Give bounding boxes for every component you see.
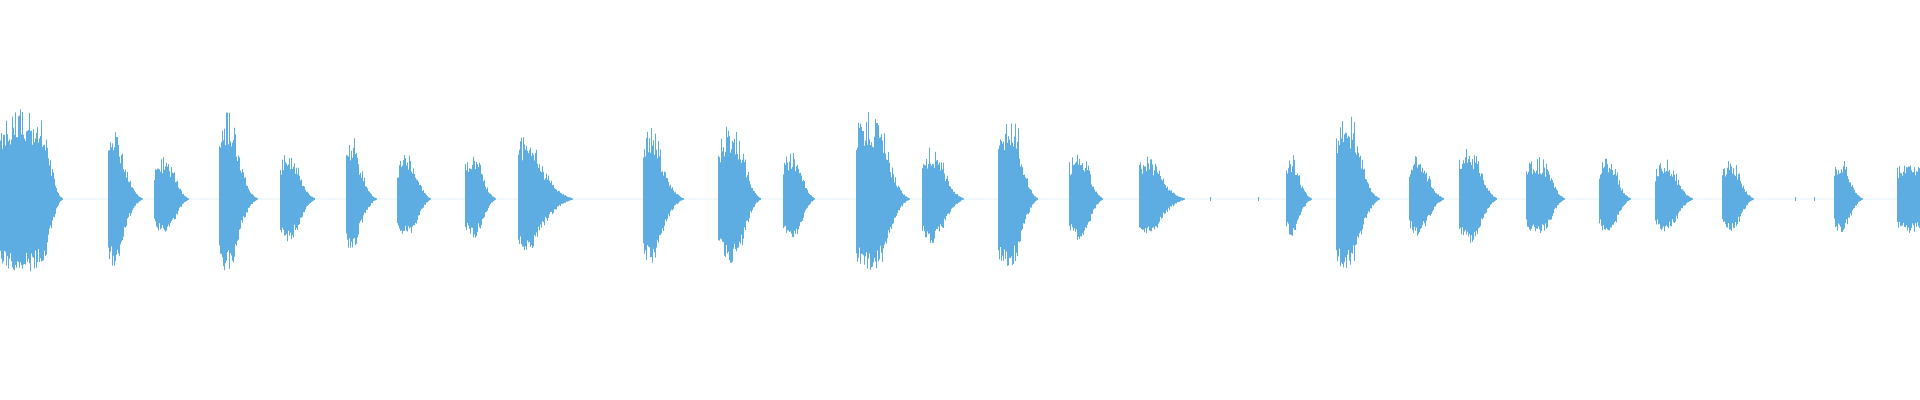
waveform-segment-path (1897, 165, 1920, 233)
waveform-segment-path (1069, 154, 1103, 240)
waveform-segment (397, 155, 431, 234)
waveform-segment-path (1336, 116, 1380, 268)
waveform-segment-path (0, 109, 63, 272)
waveform-segment (1069, 154, 1103, 240)
waveform-segment (1897, 165, 1920, 233)
waveform-segment (856, 112, 910, 270)
waveform-segment (1722, 161, 1754, 231)
waveform-segment-path (280, 155, 315, 242)
waveform-segment-path (922, 147, 964, 244)
waveform-segment-path (397, 155, 431, 234)
waveform-segment-path (856, 112, 910, 270)
waveform-segment (1655, 159, 1693, 232)
waveform-segment (718, 126, 761, 263)
waveform-segment (922, 147, 964, 244)
waveform-segment-path (1599, 158, 1631, 231)
waveform-segment (783, 153, 815, 238)
waveform-segment (154, 157, 189, 232)
waveform-segment (0, 109, 63, 272)
waveform-segment-path (783, 153, 815, 238)
waveform-segment-path (108, 132, 143, 266)
waveform-segment (1139, 156, 1185, 234)
waveform-segment-path (998, 123, 1038, 266)
waveform-segment-path (643, 128, 684, 263)
waveform-segment-path (1139, 156, 1185, 234)
waveform-segment-path (219, 112, 258, 271)
waveform-segment-path (465, 156, 496, 238)
waveform-segment (280, 155, 315, 242)
waveform-segment-path (154, 157, 189, 232)
waveform-segment-path (1722, 161, 1754, 231)
waveform-segment-path (1459, 148, 1497, 243)
waveform-segment (465, 156, 496, 238)
waveform-segment-path (1655, 159, 1693, 232)
waveform-segment (1286, 155, 1312, 236)
waveform-segment (346, 138, 377, 248)
waveform-segment-path (1834, 161, 1863, 233)
waveform-segment (1336, 116, 1380, 268)
waveform-segment (1409, 156, 1444, 236)
waveform-segment (643, 128, 684, 263)
waveform-segment-path (518, 137, 573, 251)
waveform-segment (1526, 157, 1565, 233)
waveform-segment (1459, 148, 1497, 243)
waveform-segment-path (1409, 156, 1444, 236)
waveform-segment-path (346, 138, 377, 248)
waveform-segment (219, 112, 258, 271)
waveform-segment-path (718, 126, 761, 263)
waveform-segment (1599, 158, 1631, 231)
waveform-segment (518, 137, 573, 251)
waveform-segment (998, 123, 1038, 266)
waveform-segment-path (1526, 157, 1565, 233)
waveform-segment (1834, 161, 1863, 233)
waveform-segment (108, 132, 143, 266)
waveform-segment-path (1286, 155, 1312, 236)
